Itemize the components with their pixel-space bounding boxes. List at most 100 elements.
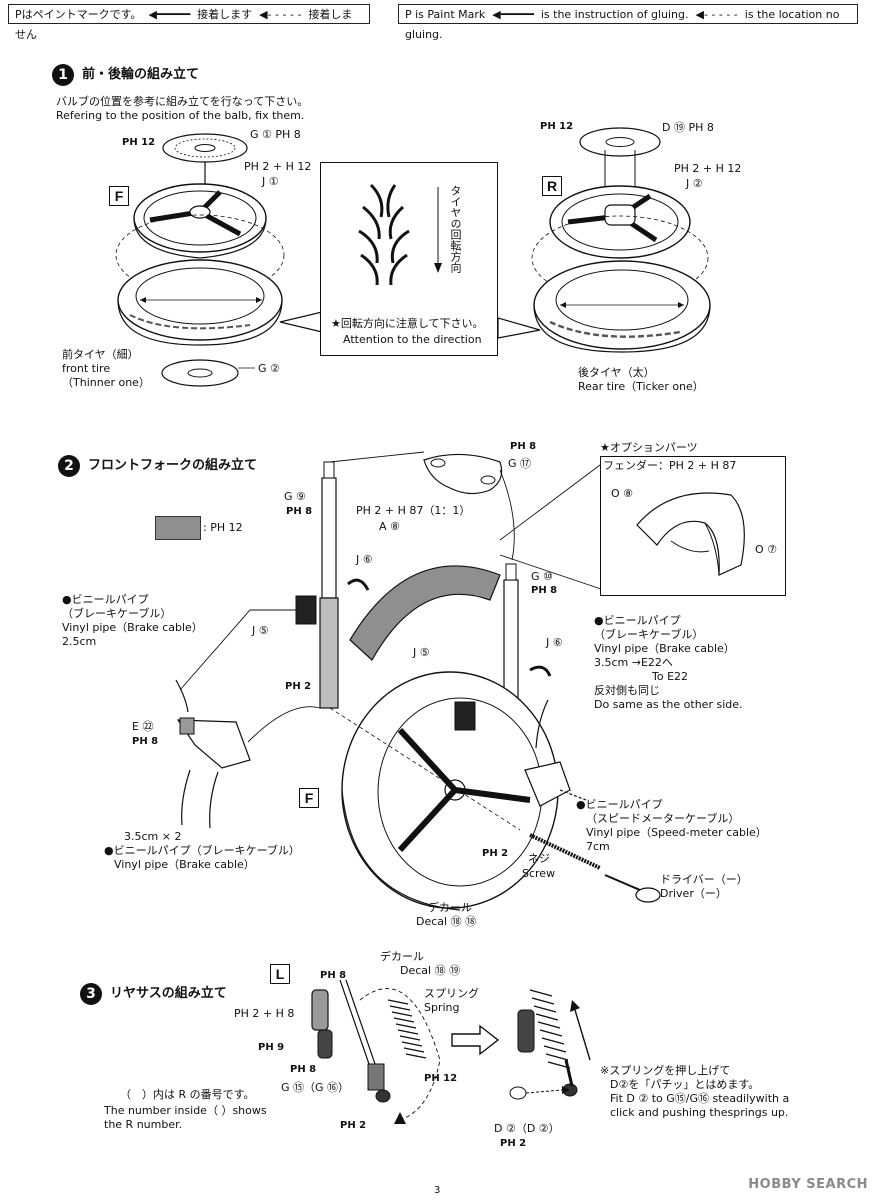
rear-paint-ph2h12: PH 2 + H 12 <box>674 162 742 175</box>
legend-glue-jp: 接着します <box>197 8 253 21</box>
part-a8: A ⑧ <box>379 520 400 533</box>
front-wheel-box-step2: F <box>299 788 319 808</box>
step-1-badge: 1 <box>52 64 74 86</box>
vinyl-bottom-line3: Vinyl pipe（Brake cable） <box>114 858 255 871</box>
vinyl-speed-line2: （スピードメーターケーブル） <box>586 812 740 825</box>
rear-wheel-label-box: R <box>542 176 562 196</box>
page-number: 3 <box>434 1185 441 1196</box>
tire-tread-pattern-icon <box>358 183 410 286</box>
front-paint-ph2h12: PH 2 + H 12 <box>244 160 312 173</box>
vinyl-right-line4: 3.5cm →E22へ <box>594 656 673 669</box>
ph2-left-fork: PH 2 <box>285 681 312 692</box>
step-3-title: リヤサスの組み立て <box>110 986 227 1001</box>
decal-en-step2: Decal ⑱ ⑱ <box>416 915 477 928</box>
step-1-note-en: Refering to the position of the balb, fi… <box>56 109 305 122</box>
push-note-en1: Fit D ② to G⑮/G⑯ steadilywith a <box>610 1092 790 1105</box>
option-part-o8: O ⑧ <box>611 487 634 500</box>
paint-ratio: PH 2 + H 87（1：1） <box>356 504 471 517</box>
part-j6-right: J ⑥ <box>546 636 563 649</box>
option-parts-box: フェンダー：PH 2 + H 87 O ⑧ O ⑦ <box>600 456 786 596</box>
front-wheel-label-box: F <box>109 186 129 206</box>
option-fender-label: フェンダー：PH 2 + H 87 <box>603 459 737 472</box>
ph9-step3: PH 9 <box>258 1042 285 1053</box>
r-number-note-en1: The number inside（ ）shows <box>104 1104 267 1117</box>
vinyl-right-line3: Vinyl pipe（Brake cable） <box>594 642 735 655</box>
vinyl-right-line2: （ブレーキケーブル） <box>594 628 704 641</box>
vinyl-speed-line4: 7cm <box>586 840 610 853</box>
push-note-jp1: ※スプリングを押し上げて <box>600 1064 731 1077</box>
front-part-g2: G ② <box>258 362 280 375</box>
part-g9: G ⑨ <box>284 490 306 503</box>
driver-en: Driver（ー） <box>660 887 727 900</box>
step-2-badge: 2 <box>58 455 80 477</box>
option-fender-illustration <box>636 492 745 576</box>
ph8-e22: PH 8 <box>132 736 159 747</box>
legend-glue-en: is the instruction of gluing. <box>540 8 689 21</box>
step-1-note-jp: バルブの位置を参考に組み立てを行なって下さい。 <box>56 95 309 108</box>
vinyl-left-line3: Vinyl pipe（Brake cable） <box>62 621 203 634</box>
driver-jp: ドライバー（ー） <box>660 873 748 886</box>
rear-part-j2: J ② <box>686 177 703 190</box>
step-2-title: フロントフォークの組み立て <box>88 458 258 473</box>
part-g15-g16: G ⑮（G ⑯） <box>281 1081 350 1094</box>
step-1-title: 前・後輪の組み立て <box>82 67 200 82</box>
rotation-vertical-text: タイヤの回転方向 <box>449 185 462 273</box>
vinyl-right-line6: 反対側も同じ <box>594 684 660 697</box>
vinyl-right-line1: ●ビニールパイプ <box>594 614 681 627</box>
spring-jp: スプリング <box>424 987 479 1000</box>
decal-jp-step2: デカール <box>428 901 472 914</box>
part-g10: G ⑩ <box>531 570 553 583</box>
vinyl-speed-line1: ●ビニールパイプ <box>576 798 663 811</box>
vinyl-right-line5: To E22 <box>652 670 689 683</box>
ph2-right-fork: PH 2 <box>482 848 509 859</box>
front-part-j1: J ① <box>262 175 279 188</box>
vinyl-bottom-line1: 3.5cm × 2 <box>124 830 182 843</box>
ph8-step3-a: PH 8 <box>320 970 347 981</box>
paint-swatch-label: : PH 12 <box>203 521 243 534</box>
vinyl-left-line4: 2.5cm <box>62 635 97 648</box>
legend-noglue-en: is the location no gluing. <box>405 8 840 41</box>
rear-part-d19: D ⑲ PH 8 <box>662 121 714 134</box>
decal-en-step3: Decal ⑱ ⑲ <box>400 964 461 977</box>
paint-swatch <box>155 516 201 540</box>
part-e22: E ㉒ <box>132 720 154 733</box>
legend-noglue-jp: 接着しません <box>15 8 353 41</box>
paint-ph2h8: PH 2 + H 8 <box>234 1007 295 1020</box>
noglue-arrow-icon: ◀- - - - - <box>691 8 742 21</box>
ph8-g10: PH 8 <box>531 585 558 596</box>
step-3-badge: 3 <box>80 983 102 1005</box>
legend-paint-en: P is Paint Mark <box>405 8 486 21</box>
part-j6-left: J ⑥ <box>356 553 373 566</box>
vinyl-left-line2: （ブレーキケーブル） <box>62 607 172 620</box>
option-part-o7: O ⑦ <box>755 543 778 556</box>
front-tire-en: front tire <box>62 362 111 375</box>
glue-arrow-icon: ◀━━━━━ <box>488 8 538 21</box>
decal-jp-step3: デカール <box>380 950 424 963</box>
rear-paint-ph12: PH 12 <box>540 121 574 132</box>
rotation-direction-callout: タイヤの回転方向 ★回転方向に注意して下さい。 Attention to the… <box>320 162 498 356</box>
rotation-note-jp: ★回転方向に注意して下さい。 <box>331 317 484 330</box>
part-g17: G ⑰ <box>508 457 532 470</box>
ph2-step3-shock: PH 2 <box>340 1120 367 1131</box>
front-tire-jp: 前タイヤ（細） <box>62 348 139 361</box>
front-tire-en-sub: （Thinner one） <box>62 376 150 389</box>
rotation-note-en: Attention to the direction <box>343 333 482 346</box>
glue-arrow-icon: ◀━━━━━ <box>145 8 194 21</box>
vinyl-right-line7: Do same as the other side. <box>594 698 743 711</box>
ph8-g9: PH 8 <box>286 506 313 517</box>
legend-english: P is Paint Mark ◀━━━━━ is the instructio… <box>398 4 858 41</box>
noglue-arrow-icon: ◀- - - - - <box>255 8 305 21</box>
left-shock-box: L <box>270 964 290 984</box>
down-arrow-icon <box>434 187 442 273</box>
front-paint-ph12: PH 12 <box>122 137 156 148</box>
spring-en: Spring <box>424 1001 460 1014</box>
vinyl-bottom-line2: ●ビニールパイプ（ブレーキケーブル） <box>104 844 300 857</box>
r-number-note-en2: the R number. <box>104 1118 183 1131</box>
front-wheel-illustration <box>115 127 711 387</box>
ph8-top-bridge: PH 8 <box>510 441 537 452</box>
r-number-note-jp: （ ）内は R の番号です。 <box>120 1088 255 1101</box>
legend-paint-jp: Pはペイントマークです。 <box>15 8 142 21</box>
screw-jp: ネジ <box>528 852 550 865</box>
watermark-logo: HOBBY SEARCH <box>748 1177 868 1192</box>
